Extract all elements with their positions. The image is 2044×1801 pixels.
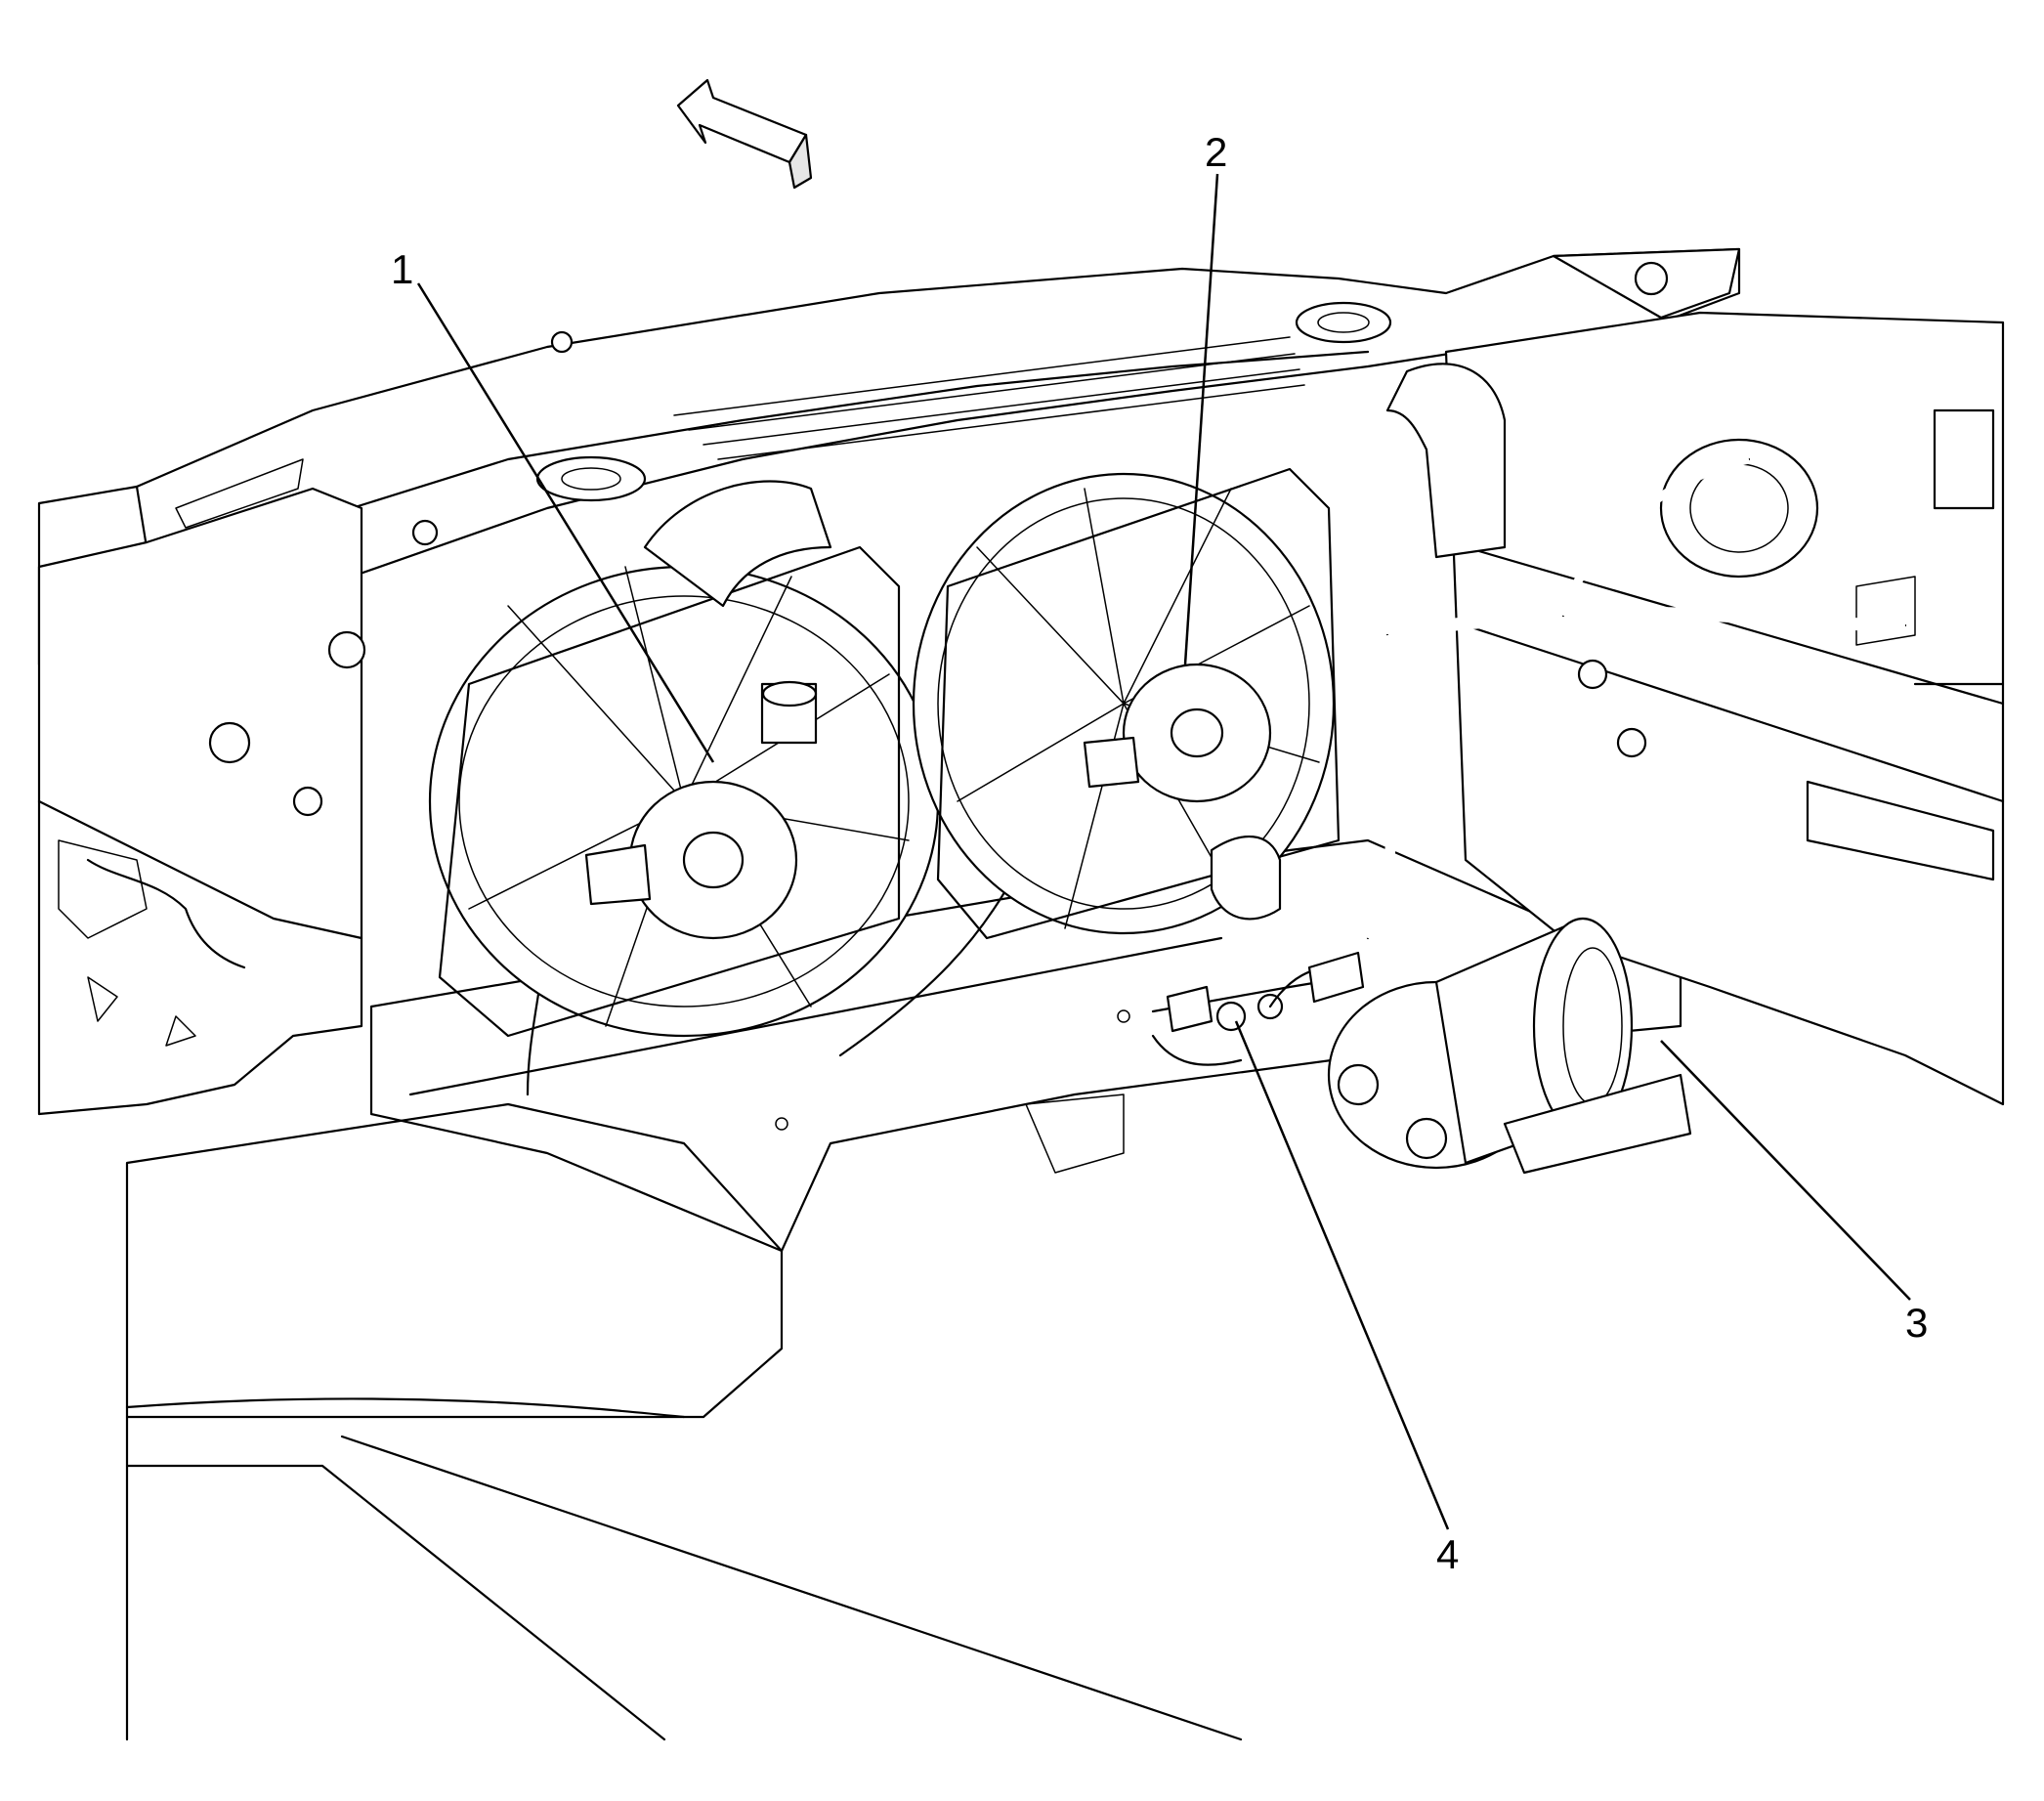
callout-labels: 1 2 3 4 bbox=[391, 129, 1928, 1577]
right-cooling-fan bbox=[912, 467, 1341, 940]
lower-frame-rail bbox=[125, 838, 1682, 1741]
callout-label-2: 2 bbox=[1205, 129, 1227, 175]
leader-line-3 bbox=[1660, 1040, 1911, 1301]
forward-direction-arrow-icon bbox=[676, 78, 813, 190]
ac-compressor bbox=[1327, 917, 1692, 1175]
left-headlamp-bracket bbox=[37, 487, 366, 1116]
callout-label-1: 1 bbox=[391, 246, 413, 292]
ac-line-fitting bbox=[1151, 951, 1365, 1066]
upper-radiator-support bbox=[37, 247, 1741, 666]
leader-line-4 bbox=[1234, 1020, 1450, 1530]
leader-line-2 bbox=[1183, 173, 1219, 665]
left-cooling-fan bbox=[428, 545, 940, 1038]
upper-radiator-hose bbox=[643, 363, 1507, 921]
callout-leaders bbox=[416, 173, 1911, 1530]
leader-line-1 bbox=[416, 282, 715, 763]
callout-label-3: 3 bbox=[1905, 1300, 1928, 1346]
callout-label-4: 4 bbox=[1436, 1531, 1459, 1577]
wiring-harness bbox=[526, 454, 1907, 1096]
